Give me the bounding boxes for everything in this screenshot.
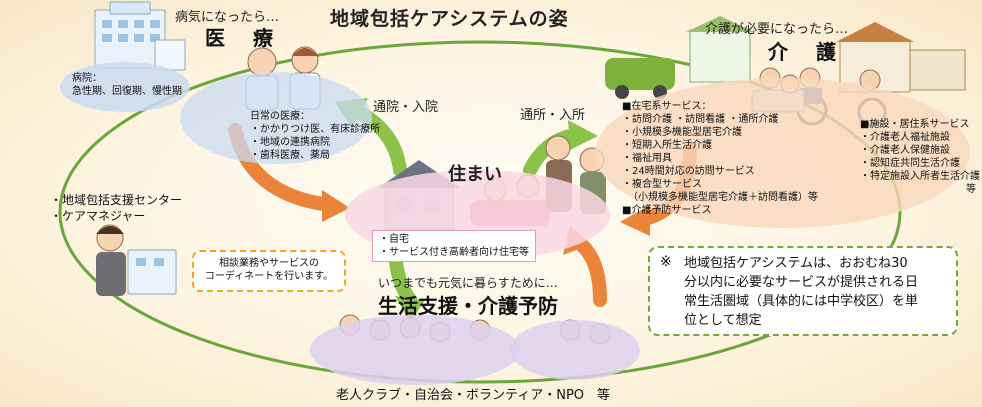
arrow-home-to-life-head [395, 296, 425, 322]
outer-ring [58, 40, 902, 384]
home-care-item: ・小規模多機能型居宅介護 [622, 127, 742, 138]
daily-item: ・かかりつけ医、有床診療所 [250, 124, 381, 135]
home-item: ・自宅 [379, 234, 409, 245]
daily-medical-list: 日常の医療： ・かかりつけ医、有床診療所 ・地域の連携病院 ・歯科医療、薬局 [250, 110, 380, 162]
facility-item: ・特定施設入所者生活介護 [860, 171, 980, 182]
care-lead: 介護が必要になったら… [705, 22, 849, 37]
hospital-label: 病院： 急性期、回復期、慢性期 [72, 72, 182, 98]
center-item: ・ケアマネジャー [50, 209, 146, 223]
note-line: 位として想定 [684, 313, 762, 328]
facility-item: ・介護老人保健施設 [860, 145, 950, 156]
life-lead: いつまでも元気に暮らすために… [378, 276, 558, 290]
arrow-medical-to-home-head [322, 190, 350, 222]
center-list: ・地域包括支援センター ・ケアマネジャー [50, 192, 182, 224]
page-title: 地域包括ケアシステムの姿 [330, 8, 569, 30]
note-line: 常生活圏域（具体的には中学校区）を単 [684, 294, 919, 309]
medical-heading: 医 療 [205, 26, 277, 50]
life-heading: 生活支援・介護予防 [378, 294, 558, 318]
care-heading: 介 護 [768, 40, 840, 64]
life-footer: 老人クラブ・自治会・ボランティア・NPO 等 [336, 388, 611, 403]
hospital-blob [60, 62, 190, 112]
daily-item: ・地域の連携病院 [250, 137, 330, 148]
hospital-title: 病院： [72, 73, 102, 84]
note-line: 分以内に必要なサービスが提供される日 [684, 275, 919, 290]
home-list: ・自宅 ・サービス付き高齢者向け住宅等 [372, 230, 536, 262]
medical-blob [180, 72, 372, 164]
home-care-item: ・福祉用具 [622, 153, 672, 164]
hospital-icon [94, 1, 186, 71]
callout-line: コーディネートを行います。 [204, 271, 334, 282]
note-text: 地域包括ケアシステムは、おおむね30 分以内に必要なサービスが提供される日 常生… [684, 254, 918, 330]
hospital-visit-label: 通院・入院 [373, 100, 439, 115]
home-care-item: ・24時間対応の訪問サービス [622, 166, 755, 177]
home-care-item: ・短期入所生活介護 [622, 140, 712, 151]
medical-lead: 病気になったら… [175, 10, 280, 25]
home-item: ・サービス付き高齢者向け住宅等 [379, 247, 529, 258]
arrow-care-to-home-head [620, 205, 650, 236]
note-line: 地域包括ケアシステムは、おおむね30 [684, 256, 908, 271]
daily-item: ・歯科医療、薬局 [250, 150, 330, 161]
facility-item: ・介護老人福祉施設 [860, 132, 950, 143]
home-care-title: ■在宅系サービス： [622, 101, 712, 112]
care-facility-icon [605, 16, 966, 99]
care-manager-icon [96, 224, 177, 296]
facility-title: ■施設・居住系サービス [860, 119, 970, 130]
coordination-callout: 相談業務やサービスの コーディネートを行います。 [192, 250, 346, 292]
facility-etc: 等 [966, 184, 976, 195]
home-heading: 住まい [448, 164, 502, 185]
life-blob-right [510, 320, 640, 380]
prevention-title: ■介護予防サービス [622, 205, 712, 216]
arrow-home-to-care-head [568, 120, 598, 150]
home-care-item: ・訪問介護 ・訪問看護 ・通所介護 [622, 114, 779, 125]
home-care-item: ・複合型サービス [622, 179, 702, 190]
note-box: ※ 地域包括ケアシステムは、おおむね30 分以内に必要なサービスが提供される日 … [648, 246, 958, 336]
note-mark: ※ [660, 254, 672, 270]
facility-item: ・認知症共同生活介護 [860, 158, 960, 169]
daily-title: 日常の医療： [250, 111, 310, 122]
life-blob-left [310, 315, 520, 385]
callout-line: 相談業務やサービスの [219, 258, 319, 269]
care-blob [595, 78, 970, 228]
care-visit-label: 通所・入所 [520, 108, 586, 123]
hospital-detail: 急性期、回復期、慢性期 [72, 86, 182, 97]
center-item: ・地域包括支援センター [50, 193, 183, 207]
home-care-list: ■在宅系サービス： ・訪問介護 ・訪問看護 ・通所介護 ・小規模多機能型居宅介護… [622, 100, 818, 217]
facility-list: ■施設・居住系サービス ・介護老人福祉施設 ・介護老人保健施設 ・認知症共同生活… [860, 118, 980, 196]
home-care-item: （小規模多機能型居宅介護＋訪問看護）等 [628, 192, 818, 203]
